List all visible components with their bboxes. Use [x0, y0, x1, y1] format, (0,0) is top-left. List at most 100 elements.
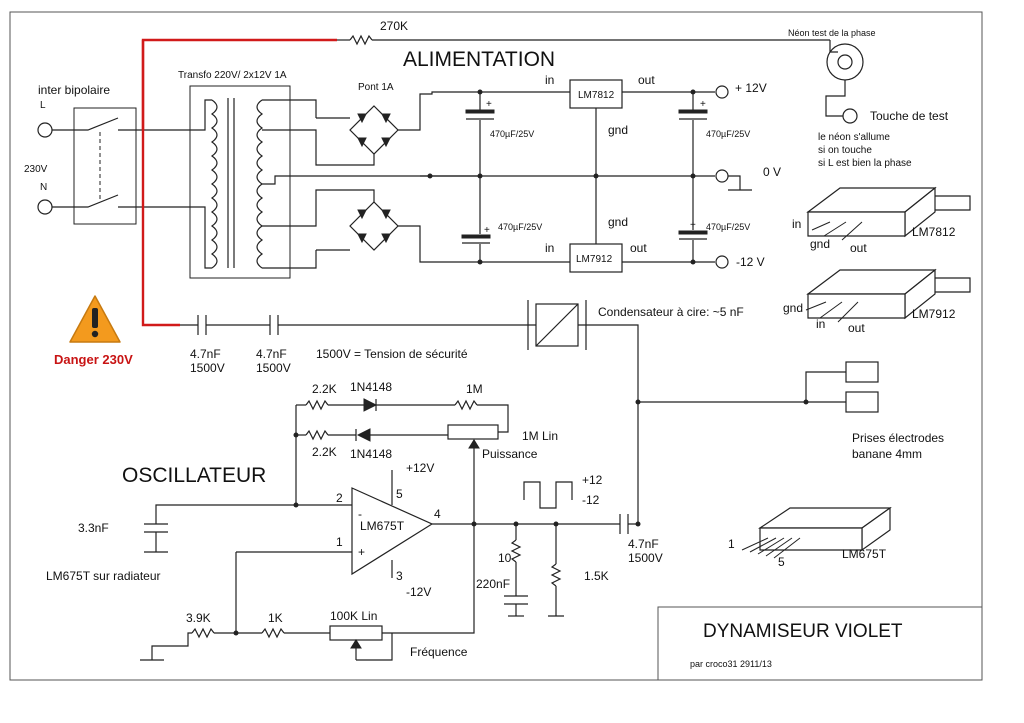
radiator-note: LM675T sur radiateur: [46, 569, 161, 583]
neon-note-2: si on touche: [818, 145, 872, 156]
neon-note-1: le néon s'allume: [818, 132, 890, 143]
wave-high-label: +12: [582, 473, 603, 487]
r10-label: 10: [498, 551, 512, 565]
hv-line-top: [141, 38, 337, 130]
danger-warning: Danger 230V: [54, 295, 133, 367]
opamp-lm675t: LM675T - + 2 1 5 4 3 +12V -12V: [236, 461, 620, 599]
svg-text:+: +: [484, 225, 490, 236]
lm7912-gnd: gnd: [608, 215, 628, 229]
bipolar-switch: [73, 107, 137, 225]
lm7912-package-label: LM7912: [912, 307, 956, 321]
main-title: DYNAMISEUR VIOLET: [703, 621, 903, 642]
regulator-lm7812: [569, 79, 623, 109]
pin1-label: 1: [336, 535, 343, 549]
electrode-socket-2: [845, 391, 879, 413]
lm675t-pin5: 5: [778, 555, 785, 569]
mains-input: inter bipolaire L 230V N: [24, 83, 190, 225]
wave-low-label: -12: [582, 493, 600, 507]
lm7812-package-label: LM7812: [912, 225, 956, 239]
c33-label: 3.3nF: [78, 521, 109, 535]
pin5-label: 5: [396, 487, 403, 501]
zero-volt-label: 0 V: [763, 165, 781, 179]
cout-voltage: 1500V: [628, 551, 663, 565]
r1m-label: 1M: [466, 382, 483, 396]
r39k-label: 3.9K: [186, 611, 211, 625]
bridge-top: Pont 1A: [262, 82, 570, 166]
cap-470-label-4: 470µF/25V: [706, 222, 750, 232]
electrodes-label-2: banane 4mm: [852, 447, 922, 461]
r15k-label: 1.5K: [584, 569, 609, 583]
cout-value: 4.7nF: [628, 537, 659, 551]
oscillateur-title: OSCILLATEUR: [122, 464, 266, 487]
r22k-bot-label: 2.2K: [312, 445, 337, 459]
bridge-bottom: [262, 189, 570, 263]
opamp-label: LM675T: [360, 519, 405, 533]
terminal-0v: [715, 169, 729, 183]
lm7812-pin-gnd: gnd: [810, 237, 830, 251]
pin3-label: 3: [396, 569, 403, 583]
opamp-minus12: -12V: [406, 585, 431, 599]
tension-note: 1500V = Tension de sécurité: [316, 347, 468, 361]
transformer: Transfo 220V/ 2x12V 1A: [178, 70, 480, 279]
lm7812-gnd: gnd: [608, 123, 628, 137]
line-n-label: N: [40, 182, 47, 193]
touch-label: Touche de test: [870, 109, 949, 123]
lm7812-in: in: [545, 73, 554, 87]
diode-top-label: 1N4148: [350, 380, 392, 394]
mains-voltage-label: 230V: [24, 164, 48, 175]
terminal-minus12: [715, 255, 729, 269]
safety-capacitors: 4.7nF 1500V 4.7nF 1500V 1500V = Tension …: [180, 300, 744, 520]
puissance-label: Puissance: [482, 447, 538, 461]
pot-100k: [329, 625, 383, 641]
svg-text:+: +: [690, 220, 696, 231]
package-lm675t: 1 5 LM675T: [728, 506, 892, 569]
c2-value: 4.7nF: [256, 347, 287, 361]
c2-voltage: 1500V: [256, 361, 291, 375]
terminal-plus12: [715, 85, 729, 99]
package-lm7912: gnd in out LM7912: [783, 268, 971, 335]
terminal-n: [37, 199, 53, 215]
frequence-label: Fréquence: [410, 645, 468, 659]
cap-470-top-left: + 470µF/25V: [465, 92, 534, 176]
neon-label: Néon test de la phase: [788, 28, 876, 38]
hv-line-down: [141, 40, 180, 327]
output-network: 10 220nF 1.5K 4.7nF 1500V +12 -12: [476, 473, 663, 617]
c1-value: 4.7nF: [190, 347, 221, 361]
r1k-label: 1K: [268, 611, 283, 625]
lm675t-pin1: 1: [728, 537, 735, 551]
lm7912-label: LM7912: [576, 254, 613, 265]
minus12-label: -12 V: [736, 255, 765, 269]
lm7912-in: in: [545, 241, 554, 255]
lm7812-label: LM7812: [578, 90, 615, 101]
line-l-label: L: [40, 100, 46, 111]
r270k-label: 270K: [380, 19, 408, 33]
frequency-network: 3.9K 1K 100K Lin Fréquence: [140, 524, 475, 661]
lm7912-pin-in: in: [816, 317, 825, 331]
lm7912-out: out: [630, 241, 647, 255]
neon-note-3: si L est bien la phase: [818, 158, 912, 169]
pot-1m: [447, 424, 499, 440]
bridge-label: Pont 1A: [358, 82, 394, 93]
switch-label: inter bipolaire: [38, 83, 110, 97]
electrode-socket-1: [845, 361, 879, 383]
alimentation-title: ALIMENTATION: [403, 48, 555, 71]
lm7912-pin-out: out: [848, 321, 865, 335]
author-credit: par croco31 2911/13: [690, 659, 772, 669]
c1-voltage: 1500V: [190, 361, 225, 375]
pin2-label: 2: [336, 491, 343, 505]
cap-470-bottom-left: + 470µF/25V: [461, 176, 542, 262]
lm7812-pin-in: in: [792, 217, 801, 231]
r22k-top-label: 2.2K: [312, 382, 337, 396]
cap-470-top-right: + 470µF/25V: [678, 92, 750, 176]
terminal-l: [37, 122, 53, 138]
feedback-network: 2.2K 1N4148 1M 2.2K 1N4148 1M Lin Puissa…: [293, 380, 558, 524]
cap-470-label-1: 470µF/25V: [490, 129, 534, 139]
electrodes: Prises électrodes banane 4mm: [635, 361, 944, 461]
transformer-label: Transfo 220V/ 2x12V 1A: [178, 70, 287, 81]
electrodes-label-1: Prises électrodes: [852, 431, 944, 445]
lm7812-out: out: [638, 73, 655, 87]
square-wave-icon: [523, 481, 573, 509]
danger-label: Danger 230V: [54, 352, 133, 367]
lm7812-pin-out: out: [850, 241, 867, 255]
